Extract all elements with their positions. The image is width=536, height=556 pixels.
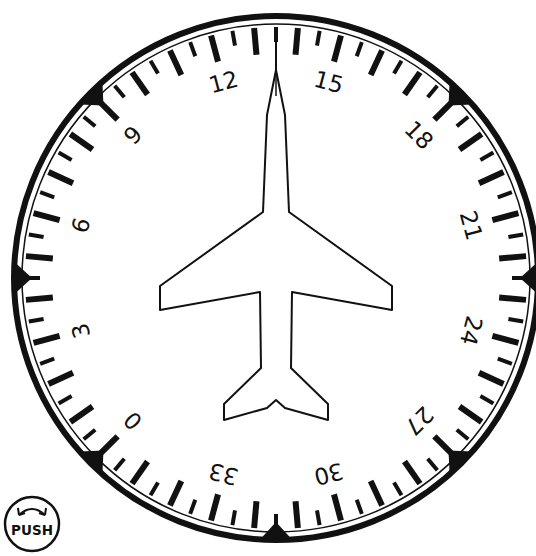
compass-tick bbox=[334, 36, 341, 62]
index-triangle bbox=[449, 451, 473, 475]
compass-tick bbox=[296, 501, 298, 528]
compass-tick bbox=[190, 500, 195, 514]
compass-tick bbox=[404, 461, 419, 483]
compass-tick bbox=[499, 298, 526, 300]
compass-tick bbox=[170, 481, 181, 505]
index-triangle bbox=[80, 82, 104, 106]
instrument-bezel bbox=[14, 16, 536, 540]
compass-tick bbox=[84, 430, 95, 440]
compass-tick bbox=[34, 213, 60, 220]
compass-tick bbox=[151, 61, 159, 74]
compass-tick bbox=[132, 72, 147, 94]
compass-tick bbox=[70, 406, 92, 421]
compass-tick bbox=[232, 510, 235, 525]
compass-tick bbox=[115, 459, 125, 470]
compass-tick bbox=[49, 172, 73, 183]
compass-tick bbox=[334, 494, 341, 520]
compass-tick bbox=[428, 86, 438, 97]
compass-tick bbox=[499, 256, 526, 258]
compass-tick bbox=[34, 336, 60, 343]
compass-tick bbox=[394, 482, 402, 495]
compass-tick bbox=[26, 298, 53, 300]
compass-tick bbox=[274, 27, 278, 42]
heading-number: 30 bbox=[311, 458, 345, 488]
compass-tick bbox=[29, 319, 44, 322]
compass-tick bbox=[70, 134, 92, 149]
compass-ticks bbox=[25, 27, 527, 529]
compass-tick bbox=[84, 117, 95, 127]
index-triangle bbox=[449, 82, 473, 106]
compass-tick bbox=[170, 51, 181, 75]
compass-tick bbox=[59, 153, 72, 161]
compass-tick bbox=[459, 134, 481, 149]
compass-tick bbox=[40, 192, 54, 197]
compass-tick bbox=[480, 153, 493, 161]
compass-tick bbox=[151, 482, 159, 495]
compass-tick bbox=[132, 461, 147, 483]
compass-tick bbox=[296, 28, 298, 55]
compass-tick bbox=[479, 172, 503, 183]
compass-tick bbox=[498, 192, 512, 197]
compass-tick bbox=[492, 213, 518, 220]
compass-tick bbox=[115, 86, 125, 97]
compass-tick bbox=[480, 396, 493, 404]
compass-tick bbox=[29, 234, 44, 237]
compass-tick bbox=[317, 31, 320, 46]
compass-tick bbox=[317, 510, 320, 525]
compass-tick bbox=[394, 61, 402, 74]
knob-label: PUSH bbox=[3, 524, 61, 538]
index-triangle bbox=[14, 262, 32, 294]
compass-tick bbox=[457, 430, 468, 440]
compass-tick bbox=[211, 36, 218, 62]
compass-tick bbox=[26, 256, 53, 258]
index-triangle bbox=[520, 262, 536, 294]
push-knob: PUSH bbox=[3, 495, 61, 553]
compass-tick bbox=[254, 28, 256, 55]
compass-tick bbox=[232, 31, 235, 46]
compass-tick bbox=[508, 234, 523, 237]
compass-tick bbox=[404, 72, 419, 94]
compass-tick bbox=[357, 42, 362, 56]
compass-tick bbox=[49, 373, 73, 384]
index-triangle bbox=[80, 451, 104, 475]
compass-tick bbox=[371, 481, 382, 505]
compass-tick bbox=[428, 459, 438, 470]
compass-tick bbox=[457, 117, 468, 127]
compass-tick bbox=[211, 494, 218, 520]
compass-tick bbox=[508, 319, 523, 322]
compass-tick bbox=[371, 51, 382, 75]
compass-tick bbox=[254, 501, 256, 528]
index-triangle bbox=[260, 522, 292, 540]
lubber-line bbox=[275, 40, 277, 72]
compass-tick bbox=[498, 359, 512, 364]
aircraft-nose-line bbox=[275, 70, 277, 96]
compass-tick bbox=[190, 42, 195, 56]
compass-card-rim bbox=[22, 24, 530, 532]
compass-tick bbox=[492, 336, 518, 343]
heading-number: 21 bbox=[456, 209, 486, 243]
compass-tick bbox=[59, 396, 72, 404]
compass-tick bbox=[40, 359, 54, 364]
compass-tick bbox=[479, 373, 503, 384]
compass-tick bbox=[357, 500, 362, 514]
compass-tick bbox=[459, 406, 481, 421]
aircraft-symbol bbox=[160, 70, 392, 420]
